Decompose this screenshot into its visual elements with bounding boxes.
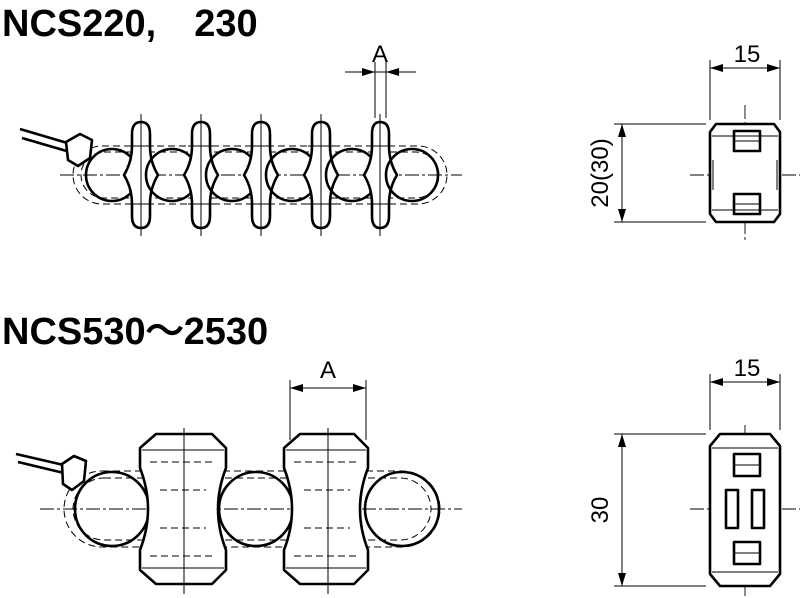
top-dimension-height: 20(30) <box>587 123 706 223</box>
top-dimension-a-label: A <box>372 41 388 68</box>
bottom-dimension-height: 30 <box>587 433 706 587</box>
top-core-4 <box>264 114 340 236</box>
top-side-core <box>708 122 782 224</box>
top-cable-tie <box>19 127 94 168</box>
top-dimension-15: 15 <box>709 41 781 120</box>
bottom-core-2 <box>282 428 370 594</box>
bottom-dimension-height-label: 30 <box>587 497 614 524</box>
bottom-side-core <box>708 432 782 588</box>
top-core-3 <box>204 114 280 236</box>
title-ncs530-2530: NCS530～2530 <box>2 311 268 353</box>
bottom-dimension-15-label: 15 <box>734 355 761 382</box>
top-dimension-15-label: 15 <box>734 41 761 68</box>
title-ncs220-230: NCS220, 230 <box>2 3 258 45</box>
top-core-5 <box>324 114 440 236</box>
top-dimension-height-label: 20(30) <box>587 138 614 207</box>
bottom-dimension-a: A <box>289 357 367 440</box>
bottom-front-view: A <box>15 357 462 594</box>
bottom-side-view: 15 30 <box>587 355 800 596</box>
bottom-cable-circle-3 <box>363 470 441 548</box>
top-core-2 <box>144 114 220 236</box>
bottom-dimension-a-label: A <box>320 357 336 384</box>
bottom-dimension-15: 15 <box>709 355 781 430</box>
top-core-1 <box>84 114 160 236</box>
bottom-cable-tie <box>15 452 88 492</box>
top-front-view: A <box>19 41 462 236</box>
bottom-core-1 <box>138 428 228 594</box>
top-side-view: 15 20(30) <box>587 41 800 240</box>
top-dimension-a: A <box>345 41 416 118</box>
